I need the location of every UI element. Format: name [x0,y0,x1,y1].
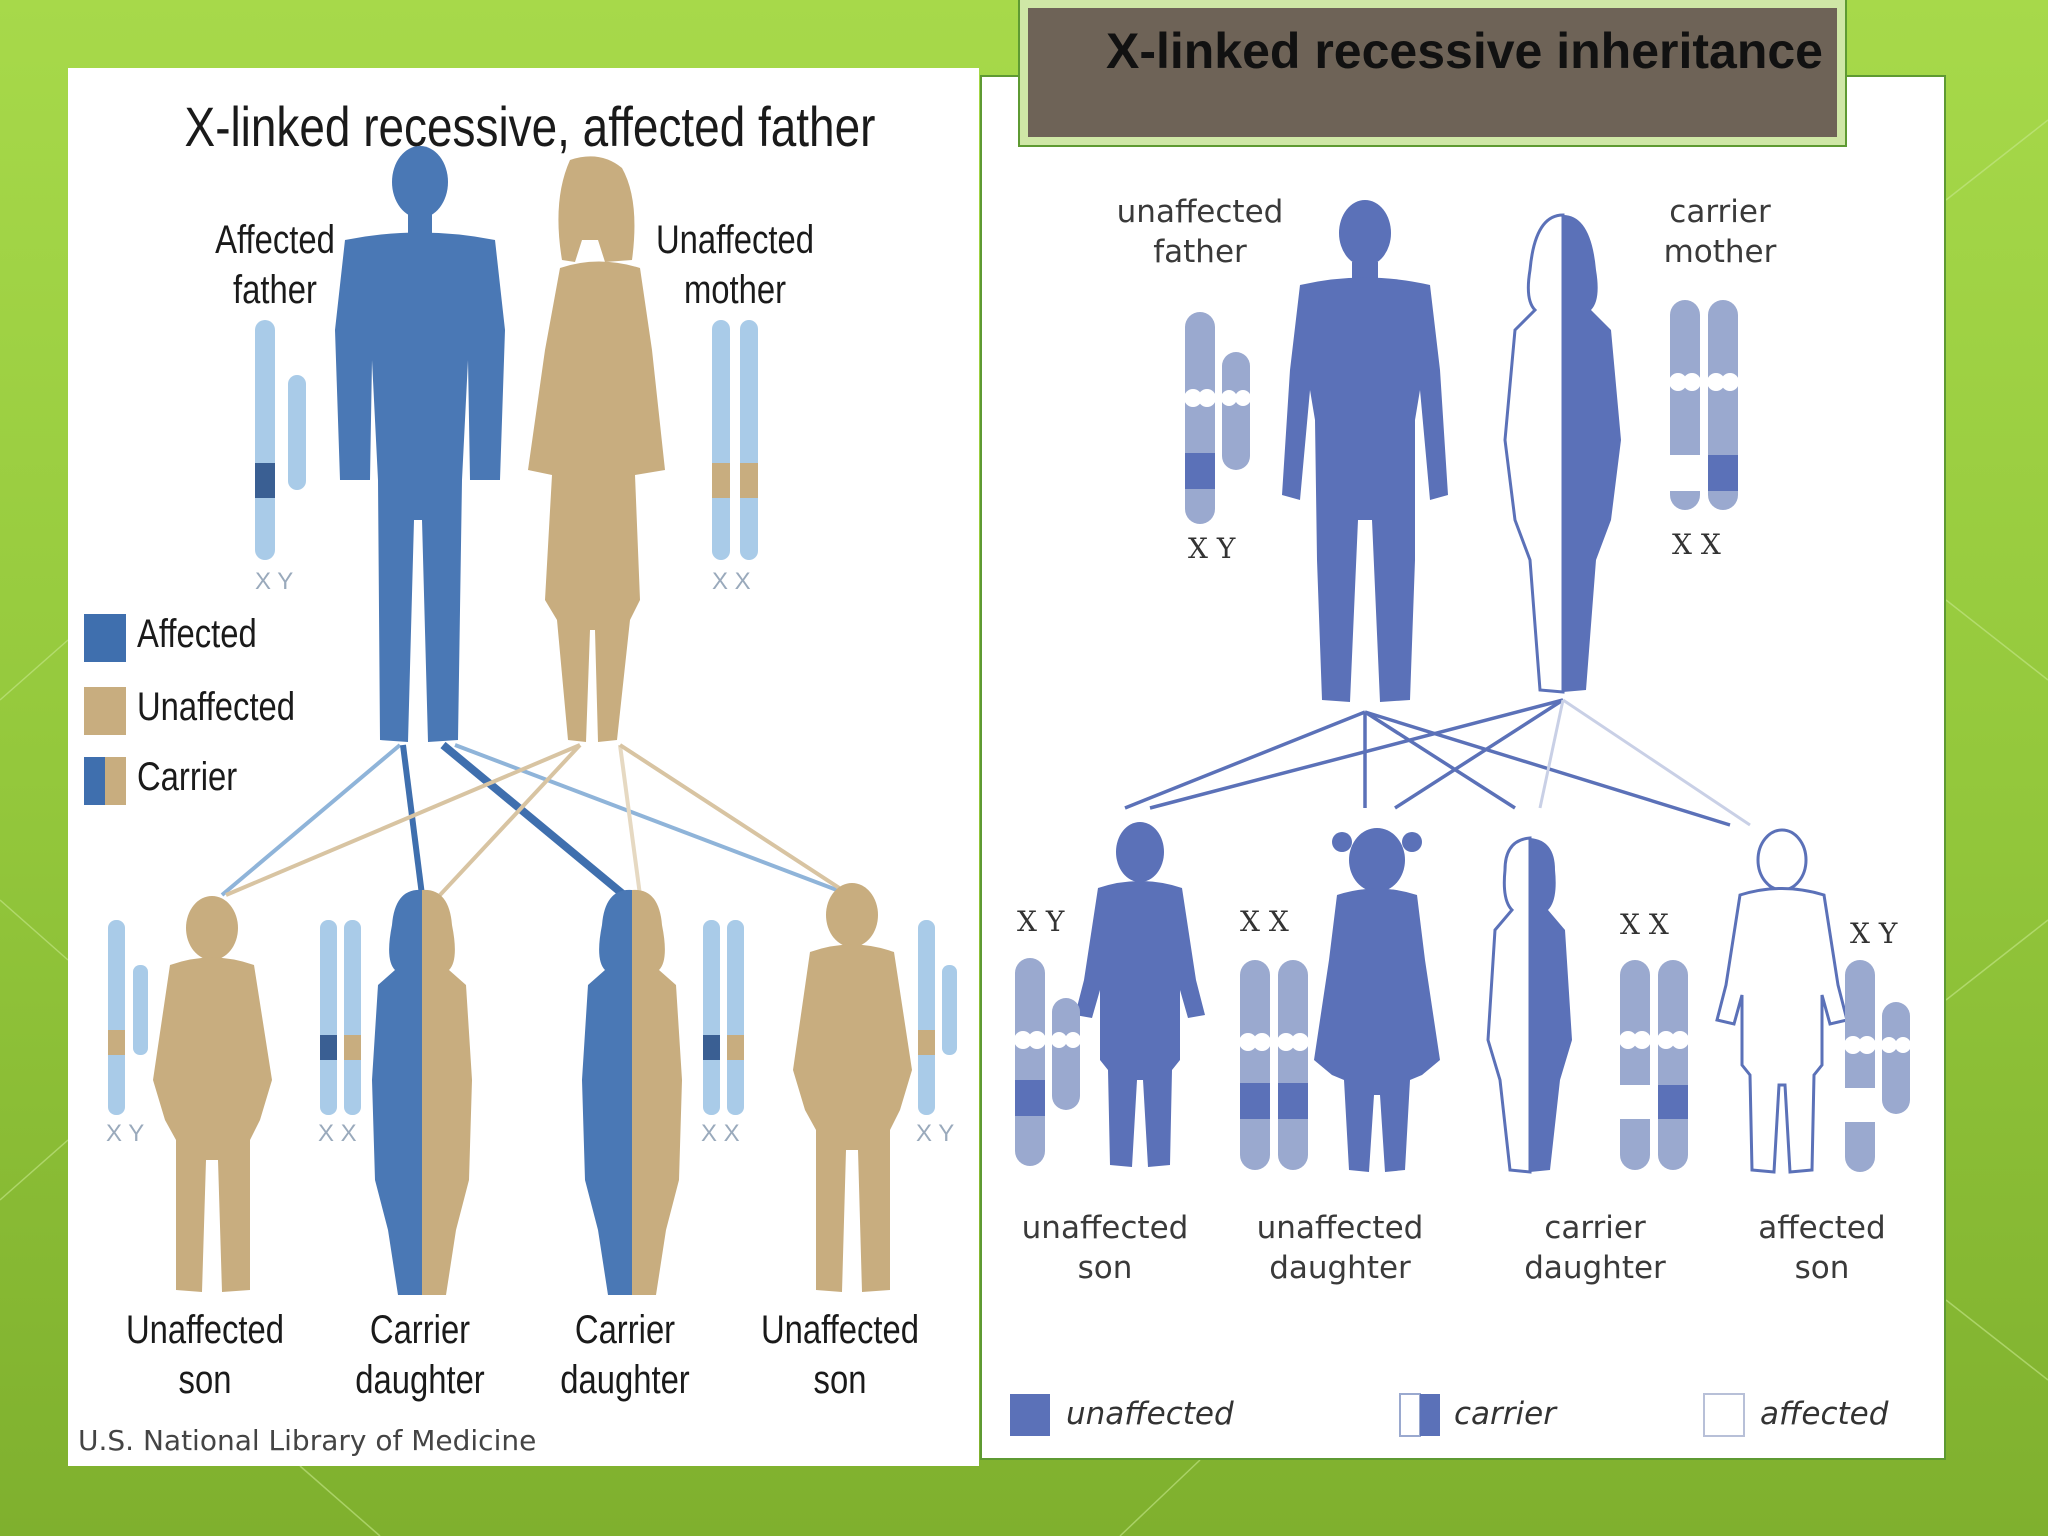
right-father-chrom-label: X Y [1188,532,1236,565]
father-chrom-label: X Y [255,568,294,595]
child-3-carrier-daughter-figure [582,889,682,1295]
legend-carrier-swatch [84,757,126,805]
child-3-chrom-label: X X [701,1120,740,1147]
child-1-chromosomes [108,920,148,1115]
right-child-2-chromosomes [1239,960,1309,1170]
child-4-chrom-label: X Y [916,1120,955,1147]
right-legend-carrier-label: carrier [1454,1396,1556,1432]
legend-carrier-label: Carrier [137,755,238,799]
slide-title: X-linked recessive inheritance [1105,23,1823,79]
line-mother-daughter2 [618,744,642,896]
child-2-carrier-daughter-figure [372,889,472,1295]
right-child-2-unaffected-daughter-figure [1314,828,1440,1172]
right-child-3-chromosomes [1619,960,1689,1170]
right-inheritance-lines [1124,698,1731,827]
right-mother-chrom-label: X X [1672,528,1721,561]
child-3-chromosomes [703,920,744,1115]
child-2-chrom-label: X X [318,1120,357,1147]
right-child-1-chrom-label: X Y [1017,905,1065,938]
source-credit: U.S. National Library of Medicine [78,1424,537,1457]
right-child-1-chromosomes [1014,958,1081,1166]
mother-chromosomes [712,320,758,560]
affected-father-figure [335,146,505,742]
left-diagram-title: X-linked recessive, affected father [184,95,876,158]
child-4-chromosomes [918,920,957,1115]
right-child-4-affected-son-figure [1715,828,1849,1174]
mother-chrom-label: X X [712,568,751,595]
line-mother-daughter1 [438,743,582,897]
right-legend-affected-swatch [1703,1393,1745,1437]
child-1-chrom-label: X Y [106,1120,145,1147]
line-father-son1 [220,743,402,897]
unaffected-father-figure [1282,200,1448,702]
line-father-daughter1 [400,744,425,896]
father-chromosomes [255,320,306,560]
right-diagram-panel [980,75,1946,1460]
unaffected-father-chromosomes [1184,312,1251,524]
right-legend-affected-label: affected [1760,1396,1889,1432]
right-legend-unaffected-label: unaffected [1066,1396,1234,1432]
child-2-chromosomes [320,920,361,1115]
line-mother-son2 [618,743,852,897]
unaffected-mother-figure [528,156,665,742]
right-legend-unaffected-swatch [1010,1394,1050,1436]
legend-unaffected-label: Unaffected [137,685,296,729]
legend-affected-swatch [84,614,126,662]
child-1-unaffected-son-figure [153,896,272,1292]
right-child-2-chrom-label: X X [1240,905,1289,938]
child-4-unaffected-son-figure [793,883,912,1292]
slide-title-box: X-linked recessive inheritance [1018,0,1847,147]
carrier-mother-chromosomes [1669,300,1739,510]
right-child-4-chrom-label: X Y [1850,917,1898,950]
legend-affected-label: Affected [137,612,257,656]
carrier-mother-figure [1503,213,1621,694]
right-child-1-unaffected-son-figure [1075,822,1205,1167]
line-mother-son1 [225,743,581,897]
right-legend-carrier-swatch [1399,1393,1440,1437]
right-child-4-chromosomes [1844,960,1911,1172]
legend-unaffected-swatch [84,687,126,735]
line-father-daughter2 [440,741,627,899]
right-child-3-carrier-daughter-figure [1486,836,1572,1174]
right-child-3-chrom-label: X X [1620,908,1669,941]
